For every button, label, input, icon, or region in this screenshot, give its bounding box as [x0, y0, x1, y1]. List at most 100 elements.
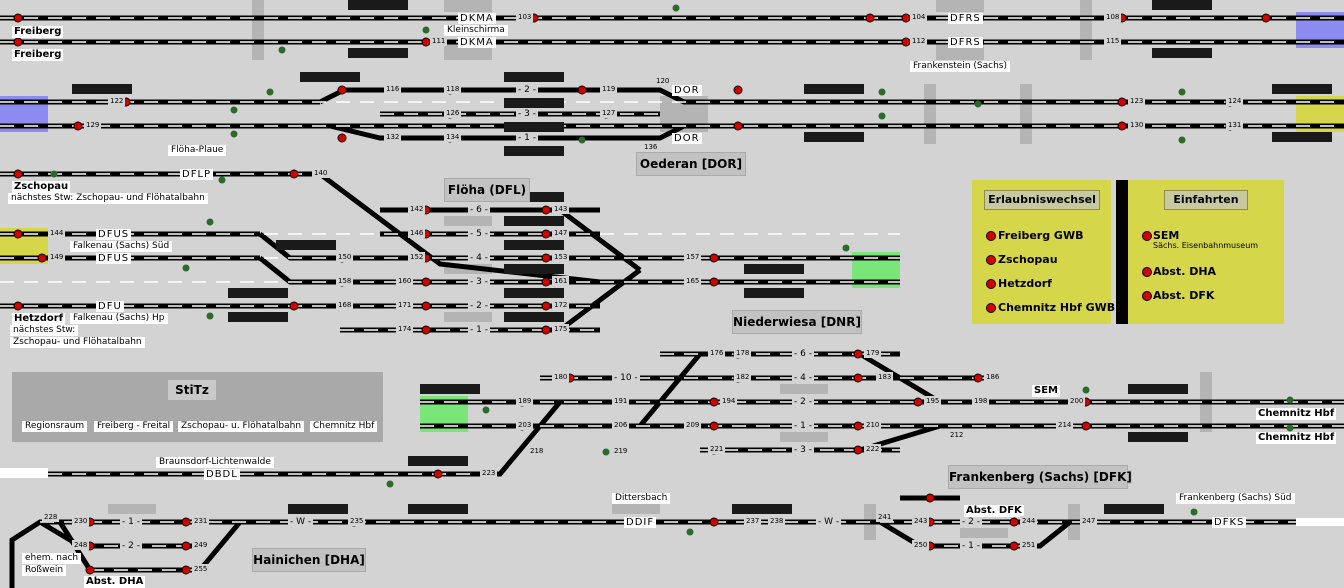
signal-number: 142 [408, 204, 426, 214]
label-braunsdorf: Braunsdorf-Lichtenwalde [156, 457, 274, 468]
signal-number: 108 [1104, 12, 1122, 22]
label-ehem-nach: ehem. nach [22, 553, 82, 564]
signal-number: 179 [864, 348, 882, 358]
signal-number: 172 [552, 300, 570, 310]
einfahrt-dha-label: Abst. DHA [1153, 265, 1217, 278]
signal-number: 152 [408, 252, 426, 262]
erlaubnis-hetzdorf-button[interactable] [986, 279, 996, 289]
area-floeha: Flöha (DFL) [444, 178, 530, 202]
track-dbdl: DBDL [204, 469, 240, 480]
sttz-item-freiberg-freital[interactable]: Freiberg - Freital [94, 421, 174, 432]
erlaubnis-zschopau-button[interactable] [986, 255, 996, 265]
track-dfks: DFKS [1212, 517, 1247, 528]
erlaubnis-chemnitz-button[interactable] [986, 303, 996, 313]
track-no-fl-3: - 3 - [468, 277, 490, 287]
track-dkma-1: DKMA [458, 13, 496, 24]
erlaubnis-freiberg-button[interactable] [986, 231, 996, 241]
zschopau-next: nächstes Stw: Zschopau- und Flöhatalbahn [8, 193, 208, 204]
track-no-ha-1: - 1 - [120, 517, 142, 527]
signal-number: 146 [408, 228, 426, 238]
signal-number: 210 [864, 420, 882, 430]
track-dor-1: DOR [672, 85, 702, 96]
station-abst-dfk: Abst. DFK [964, 505, 1024, 517]
signal-number: 111 [430, 36, 448, 46]
area-frankenberg: Frankenberg (Sachs) [DFK] [948, 465, 1132, 489]
track-dkma-2: DKMA [458, 37, 496, 48]
track-no-fl-6: - 6 - [468, 205, 490, 215]
sttz-item-zschopau[interactable]: Zschopau- u. Flöhatalbahn [178, 421, 305, 432]
track-dfus-1: DFUS [96, 229, 132, 240]
signal-number: 124 [1226, 96, 1244, 106]
track-no-ha-w: - W - [288, 517, 314, 527]
erlaubnis-freiberg-label: Freiberg GWB [998, 229, 1084, 242]
signal-number: 191 [612, 396, 630, 406]
signal-number: 219 [612, 446, 630, 456]
signal-number: 122 [108, 96, 126, 106]
signal-number: 231 [192, 516, 210, 526]
label-floeha-plaue: Flöha-Plaue [168, 145, 227, 156]
sttz-item-regionsraum[interactable]: Regionsraum [22, 421, 88, 432]
track-no-nw-4: - 4 - [792, 373, 814, 383]
label-rosswein: Roßwein [22, 565, 67, 576]
track-dflp: DFLP [180, 169, 214, 180]
sttz-title: StiTz [168, 380, 216, 400]
signal-number: 243 [912, 516, 930, 526]
signal-number: 241 [876, 512, 894, 522]
einfahrt-dfk-button[interactable] [1142, 291, 1152, 301]
einfahrten-panel: Einfahrten SEM Sächs. Eisenbahnmuseum Ab… [1128, 180, 1284, 324]
signal-heads[interactable] [50, 4, 1294, 536]
einfahrt-dha-button[interactable] [1142, 267, 1152, 277]
signal-number: 168 [336, 300, 354, 310]
signal-number: 120 [654, 76, 672, 86]
signal-number: 198 [972, 396, 990, 406]
signal-number: 249 [192, 540, 210, 550]
signal-number: 144 [48, 228, 66, 238]
station-sem: SEM [1032, 385, 1060, 397]
erlaubniswechsel-panel: Erlaubniswechsel Freiberg GWB Zschopau H… [972, 180, 1115, 324]
track-no-nw-2: - 2 - [792, 397, 814, 407]
signal-number: 214 [1056, 420, 1074, 430]
erlaubnis-zschopau-label: Zschopau [998, 253, 1058, 266]
track-no-fk-2: - 2 - [960, 517, 982, 527]
signal-number: 116 [384, 84, 402, 94]
signal-number: 171 [396, 300, 414, 310]
station-freiberg-2: Freiberg [12, 49, 64, 61]
track-no-fl-1: - 1 - [468, 325, 490, 335]
sttz-item-chemnitz[interactable]: Chemnitz Hbf [310, 421, 378, 432]
signal-number: 200 [1068, 396, 1086, 406]
area-hainichen: Hainichen [DHA] [252, 548, 366, 572]
signal-number: 221 [708, 444, 726, 454]
signal-number: 157 [684, 252, 702, 262]
station-chemnitz-1: Chemnitz Hbf [1256, 408, 1337, 420]
signal-number: 161 [552, 276, 570, 286]
hetzdorf-next-1: nächstes Stw: [10, 325, 79, 336]
signal-number: 228 [42, 512, 60, 522]
signal-number: 103 [516, 12, 534, 22]
track-no-fk-1: - 1 - [960, 541, 982, 551]
signal-number: 248 [72, 540, 90, 550]
track-no-fl-5: - 5 - [468, 229, 490, 239]
signal-number: 222 [864, 444, 882, 454]
signal-number: 182 [734, 372, 752, 382]
label-falkenau-sued: Falkenau (Sachs) Süd [70, 241, 173, 252]
signal-number: 134 [444, 132, 462, 142]
track-no-nw-6: - 6 - [792, 349, 814, 359]
signal-number: 209 [684, 420, 702, 430]
signal-number: 131 [1226, 120, 1244, 130]
signal-number: 195 [924, 396, 942, 406]
signal-number: 118 [444, 84, 462, 94]
signal-number: 158 [336, 276, 354, 286]
label-frankenstein: Frankenstein (Sachs) [910, 61, 1010, 72]
track-no-nw-10: - 10 - [612, 373, 640, 383]
label-falkenau-hp: Falkenau (Sachs) Hp [70, 313, 168, 324]
signal-number: 230 [72, 516, 90, 526]
track-no-fk-w: - W - [816, 517, 842, 527]
erlaubnis-chemnitz-label: Chemnitz Hbf GWB [998, 301, 1116, 314]
track-dfus-2: DFUS [96, 253, 132, 264]
einfahrt-sem-button[interactable] [1142, 231, 1152, 241]
einfahrt-sem-label: SEM [1153, 229, 1180, 242]
track-no-nw-3: - 3 - [792, 445, 814, 455]
signal-number: 203 [516, 420, 534, 430]
track-no-nw-1: - 1 - [792, 421, 814, 431]
area-niederwiesa: Niederwiesa [DNR] [732, 310, 862, 334]
